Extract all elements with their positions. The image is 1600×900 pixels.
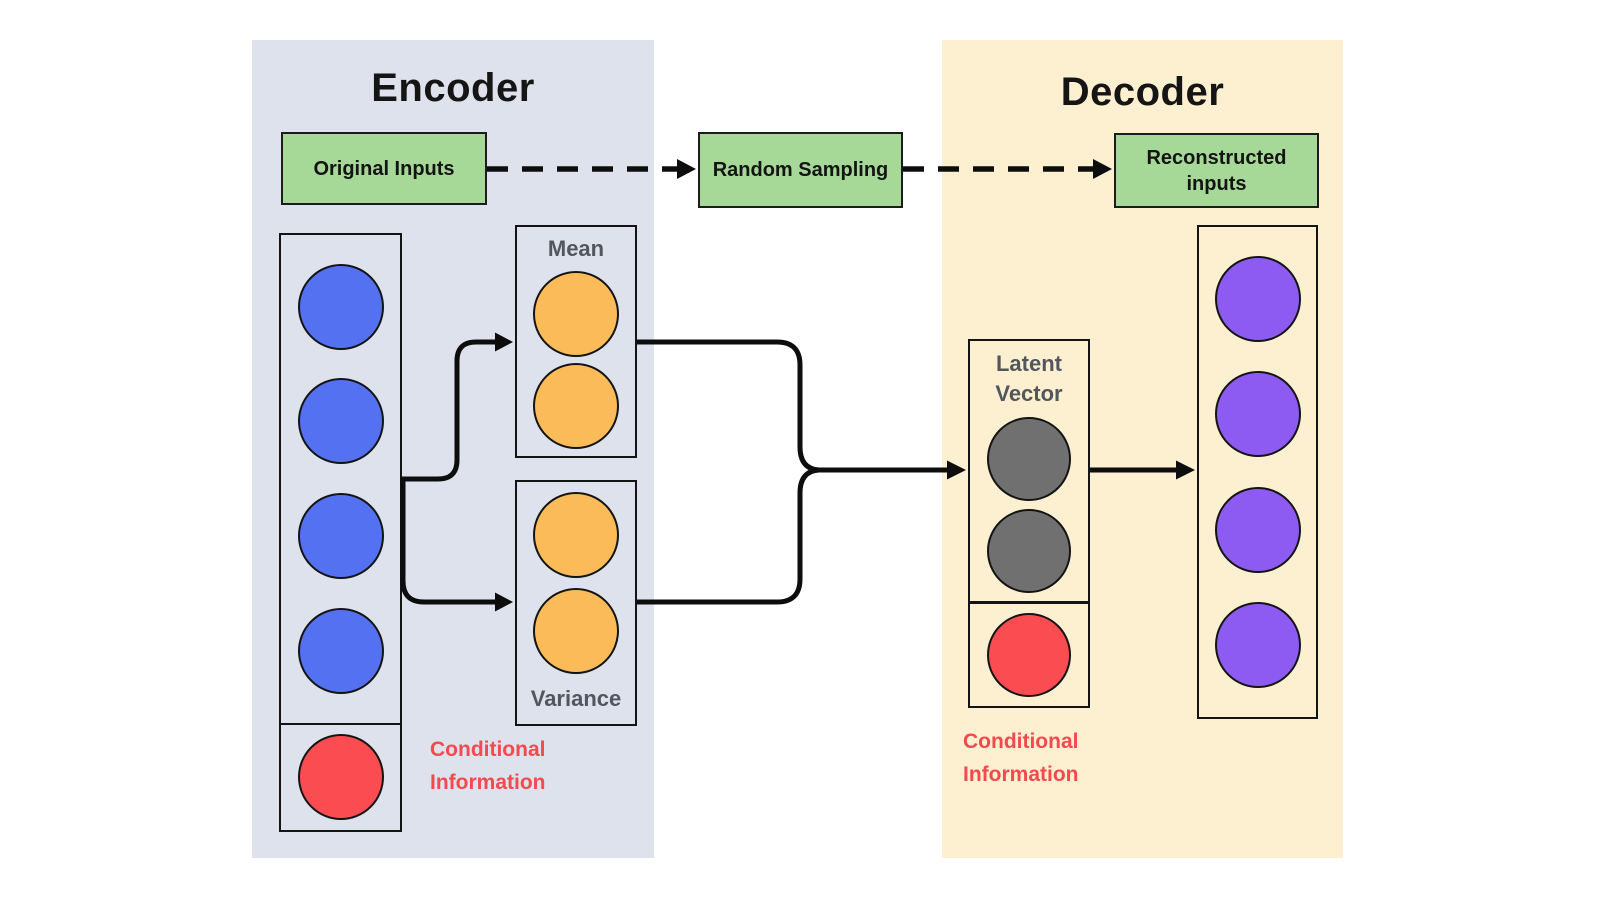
decoder-conditional-information-label: Conditional Information bbox=[963, 730, 1079, 786]
encoder-conditional-information-label: Conditional Information bbox=[430, 738, 546, 794]
latent-conditional-node-cell bbox=[970, 601, 1088, 706]
purple-node bbox=[1214, 371, 1301, 458]
orange-node bbox=[533, 270, 619, 357]
orange-node bbox=[533, 363, 619, 450]
latent-vector-label-line2: Vector bbox=[995, 381, 1063, 407]
purple-node bbox=[1214, 601, 1301, 688]
gray-node bbox=[987, 509, 1071, 594]
encoder-conditional-node-cell bbox=[281, 722, 400, 830]
reconstructed-inputs-label-line2: inputs bbox=[1186, 172, 1247, 195]
reconstructed-inputs-label-line1: Reconstructed bbox=[1146, 146, 1287, 169]
blue-node bbox=[297, 378, 384, 465]
purple-node bbox=[1214, 486, 1301, 573]
random-sampling-label: Random Sampling bbox=[712, 159, 889, 181]
original-inputs-box: Original Inputs bbox=[281, 132, 487, 205]
decoder-output-column bbox=[1197, 225, 1318, 719]
orange-node bbox=[533, 588, 619, 674]
blue-node bbox=[297, 493, 384, 580]
encoder-input-column bbox=[279, 233, 402, 832]
latent-vector-label: Latent Vector bbox=[995, 349, 1062, 409]
variance-label: Variance bbox=[530, 686, 622, 711]
purple-node bbox=[1214, 256, 1301, 343]
orange-node bbox=[533, 492, 619, 578]
latent-vector-column: Latent Vector bbox=[968, 339, 1090, 708]
encoder-title: Encoder bbox=[371, 66, 535, 110]
encoder-input-nodes bbox=[281, 235, 400, 723]
original-inputs-label: Original Inputs bbox=[313, 157, 455, 180]
mean-box: Mean bbox=[515, 225, 637, 458]
blue-node bbox=[297, 607, 384, 694]
variance-box: Variance bbox=[515, 480, 637, 726]
mean-label: Mean bbox=[547, 235, 605, 261]
red-node bbox=[297, 734, 384, 821]
reconstructed-inputs-box: Reconstructed inputs bbox=[1114, 133, 1319, 208]
red-node bbox=[987, 613, 1071, 698]
gray-node bbox=[987, 417, 1071, 502]
arrowhead-sampling bbox=[677, 159, 696, 179]
blue-node bbox=[297, 263, 384, 350]
decoder-title: Decoder bbox=[1060, 70, 1225, 114]
latent-vector-label-line1: Latent bbox=[995, 351, 1062, 377]
wire-mean-to-merge bbox=[637, 339, 820, 473]
random-sampling-box: Random Sampling bbox=[698, 132, 903, 208]
latent-vector-nodes: Latent Vector bbox=[970, 341, 1088, 601]
wire-variance-to-merge bbox=[637, 467, 820, 605]
